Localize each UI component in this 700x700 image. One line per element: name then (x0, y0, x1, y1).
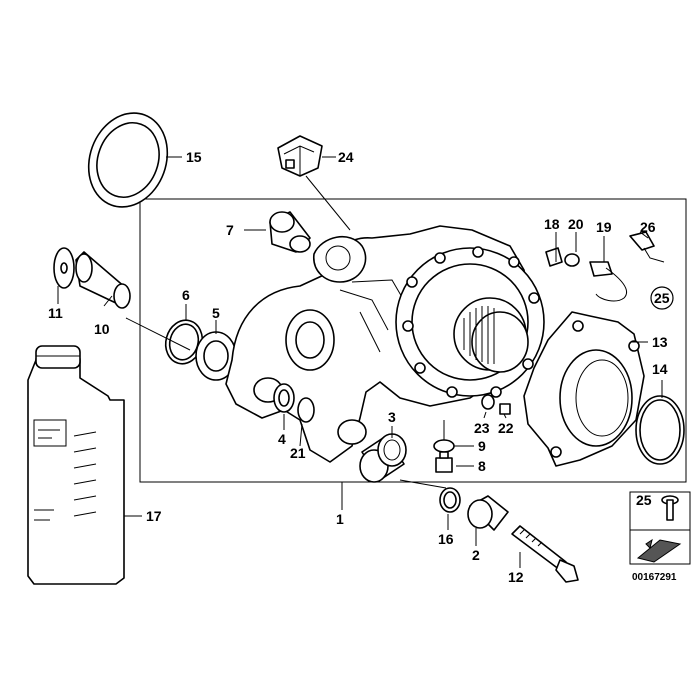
screw-icon (661, 495, 679, 521)
label-15: 15 (186, 149, 202, 165)
label-16: 16 (438, 531, 454, 547)
label-6: 6 (182, 287, 190, 303)
label-8: 8 (478, 458, 486, 474)
part-13-carrier (523, 311, 645, 467)
label-9: 9 (478, 438, 486, 454)
label-26: 26 (640, 219, 656, 235)
label-20: 20 (568, 216, 584, 232)
part-18-clip (545, 247, 563, 267)
part-10-sleeve (75, 251, 131, 309)
label-11: 11 (48, 305, 63, 321)
part-16-washer (439, 487, 461, 513)
part-26-bracket (629, 231, 665, 263)
part-17-oil-bottle (27, 345, 125, 585)
part-25-circle (650, 286, 674, 310)
label-13: 13 (652, 334, 668, 350)
label-1: 1 (336, 511, 344, 527)
part-22-plug (499, 403, 511, 415)
part-1-final-drive-housing (225, 225, 545, 463)
part-3-needle-bearing (359, 433, 407, 483)
label-18: 18 (544, 216, 560, 232)
part-4-washer (273, 383, 295, 413)
label-25-circled: 25 (654, 290, 670, 306)
part-19-sensor (589, 261, 628, 302)
part-15-seal-ring (87, 112, 169, 208)
label-10: 10 (94, 321, 110, 337)
part-24-clip (277, 135, 323, 177)
diagram-reference-number: 00167291 (632, 572, 677, 583)
part-23-ring (481, 394, 495, 410)
label-14: 14 (652, 361, 668, 377)
label-25-inset: 25 (636, 492, 652, 508)
label-12: 12 (508, 569, 524, 585)
label-5: 5 (212, 305, 220, 321)
label-22: 22 (498, 420, 514, 436)
part-11-washer (53, 247, 75, 289)
part-9-gasket (433, 439, 455, 453)
part-21-seal (297, 397, 315, 423)
part-12-bolt (511, 525, 579, 583)
label-23: 23 (474, 420, 490, 436)
part-5-bearing (195, 331, 237, 381)
leader-lines (57, 156, 663, 568)
label-7: 7 (226, 222, 234, 238)
arrow-icon (636, 538, 682, 563)
label-3: 3 (388, 409, 396, 425)
label-4: 4 (278, 431, 286, 447)
label-19: 19 (596, 219, 612, 235)
label-2: 2 (472, 547, 480, 563)
part-20-sleeve (564, 253, 580, 267)
part-7-bushing (269, 211, 311, 253)
label-21: 21 (290, 445, 306, 461)
part-2-spacer (467, 495, 509, 531)
part-14-ring (635, 395, 685, 465)
label-17: 17 (146, 508, 162, 524)
label-24: 24 (338, 149, 354, 165)
part-8-drain-plug (435, 451, 453, 473)
inset-box (629, 491, 691, 565)
